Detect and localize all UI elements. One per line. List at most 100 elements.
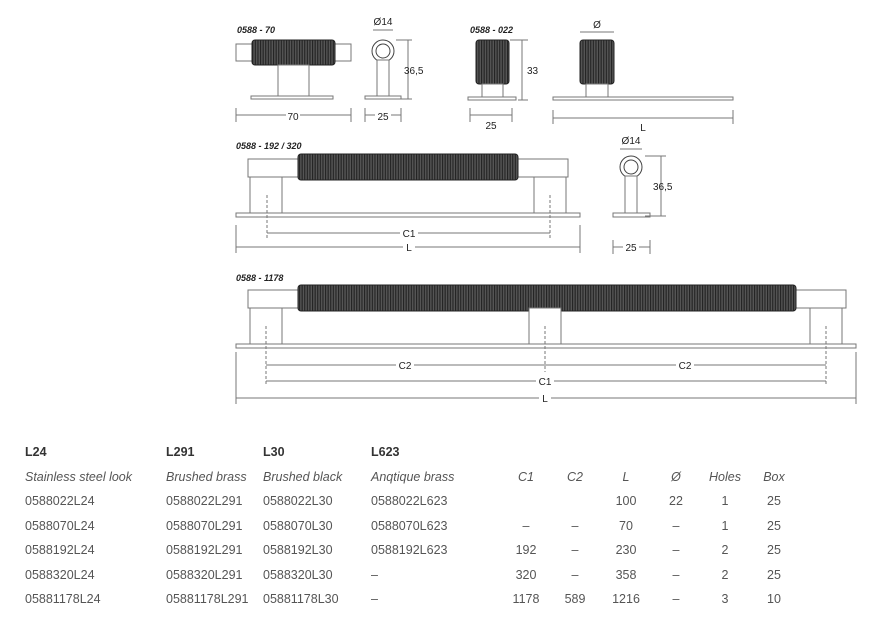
dim-phi: Ø [593,20,601,31]
table-cell-d: – [672,518,680,533]
dim-365-b: 36,5 [653,182,673,193]
dim-365-a: 36,5 [404,66,424,77]
drawing-0588-192-side: 0588 - 192 / 320 C1 L [235,141,581,254]
label-0588-1178: 0588 - 1178 [236,273,283,283]
dim-25-c: 25 [625,243,637,254]
table-cell-c1 [501,489,551,514]
table-cell-l30: 0588070L30 [263,518,333,533]
product-spec-table: L24 L291 L30 L623 Stainless steel look B… [18,440,797,612]
drawing-0588-192-end: Ø14 36,5 25 [612,136,673,254]
table-cell-c1: 192 [515,543,537,558]
finish-name: Brushed black [263,469,343,484]
table-cell-l623: 0588022L623 [371,494,448,509]
table-cell-c1: 320 [515,567,537,582]
drawing-0588-70-side: 0588 - 70 70 [235,25,352,123]
table-cell-l291: 05881178L291 [166,592,249,607]
dim-d14-b: Ø14 [622,136,641,147]
table-cell-box: 25 [767,567,781,582]
table-row: 0588192L24 0588192L291 0588192L30 0588192L6… [18,538,797,563]
dim-L-a: L [640,123,646,134]
table-cell-c2 [551,489,599,514]
finish-name: Brushed brass [166,469,247,484]
table-cell-l24: 05881178L24 [25,592,101,607]
table-cell-holes: 1 [721,518,729,533]
finish-name: Stainless steel look [25,469,133,484]
table-cell-holes: 2 [721,543,729,558]
table-cell-box: 10 [767,592,781,607]
table-cell-l: 100 [615,494,637,509]
dim-33: 33 [527,66,539,77]
dim-C2-a: C2 [399,361,412,372]
table-cell-d: – [672,592,680,607]
table-cell-c1: – [522,518,530,533]
table-cell-l: 70 [619,518,633,533]
technical-drawing: 0588 - 70 70 Ø14 36,5 25 0588 - 022 [235,17,857,405]
table-row: 05881178L24 05881178L291 05881178L30 – 1178 5… [18,587,797,612]
label-0588-022: 0588 - 022 [470,25,513,35]
table-cell-d: – [672,567,680,582]
table-row: 0588320L24 0588320L291 0588320L30 – 320 – 358 –… [18,563,797,588]
column-header-row: Stainless steel look Brushed brass Brush… [18,465,797,490]
column-header-diameter: Ø [671,469,681,484]
table-cell-l623: – [371,567,378,582]
column-header-l: L [622,469,630,484]
drawing-0588-70-end: Ø14 36,5 25 [364,17,424,123]
dim-L-c: L [542,394,548,405]
table-cell-l24: 0588022L24 [25,494,95,509]
table-cell-holes: 2 [721,567,729,582]
table-cell-l24: 0588192L24 [25,543,95,558]
table-cell-d: – [672,543,680,558]
dim-L-b: L [406,243,412,254]
finish-code: L291 [166,445,195,460]
table-cell-c2: – [571,567,579,582]
dim-C2-b: C2 [679,361,692,372]
column-header-holes: Holes [709,469,741,484]
dim-d14-a: Ø14 [374,17,393,28]
table-cell-c1: 1178 [512,592,540,607]
table-cell-l30: 05881178L30 [263,592,339,607]
table-cell-c2: – [571,518,579,533]
drawing-0588-1178-side: 0588 - 1178 C2 C2 C1 L [235,273,857,405]
table-cell-l: 358 [615,567,637,582]
finish-code: L30 [263,445,285,460]
dim-C1-b: C1 [539,377,552,388]
table-cell-d: 22 [669,494,683,509]
table-cell-l24: 0588070L24 [25,518,95,533]
column-header-c2: C2 [567,469,583,484]
table-cell-c2: – [571,543,579,558]
table-cell-l623: 0588192L623 [371,543,448,558]
table-cell-holes: 1 [721,494,729,509]
table-cell-c2: 589 [564,592,586,607]
table-cell-l291: 0588070L291 [166,518,243,533]
table-row: 0588022L24 0588022L291 0588022L30 0588022L6… [18,489,797,514]
finish-code: L623 [371,445,400,460]
label-0588-70: 0588 - 70 [237,25,275,35]
finish-code: L24 [25,445,47,460]
table-cell-l30: 0588192L30 [263,543,333,558]
table-cell-l: 230 [615,543,637,558]
table-cell-l24: 0588320L24 [25,567,95,582]
table-cell-l291: 0588192L291 [166,543,243,558]
dim-C1-a: C1 [403,229,416,240]
table-cell-box: 25 [767,518,781,533]
table-cell-holes: 3 [721,592,729,607]
drawing-0588-022-plate: Ø L [552,20,734,134]
label-0588-192: 0588 - 192 / 320 [236,141,302,151]
table-cell-l623: 0588070L623 [371,518,448,533]
dim-25-a: 25 [377,112,389,123]
table-cell-l: 1216 [612,592,640,607]
finish-code-row: L24 L291 L30 L623 [18,440,797,465]
table-cell-box: 25 [767,543,781,558]
finish-name: Anqtique brass [371,469,455,484]
table-row: 0588070L24 0588070L291 0588070L30 0588070L6… [18,514,797,539]
table-cell-l623: – [371,592,378,607]
dim-25-b: 25 [485,121,497,132]
table-cell-l291: 0588320L291 [166,567,243,582]
table-cell-l30: 0588320L30 [263,567,333,582]
dim-70: 70 [287,112,299,123]
table-cell-l30: 0588022L30 [263,494,333,509]
column-header-c1: C1 [518,469,534,484]
table-cell-l291: 0588022L291 [166,494,243,509]
column-header-box: Box [763,469,785,484]
drawing-0588-022-side: 0588 - 022 33 25 [467,25,539,132]
